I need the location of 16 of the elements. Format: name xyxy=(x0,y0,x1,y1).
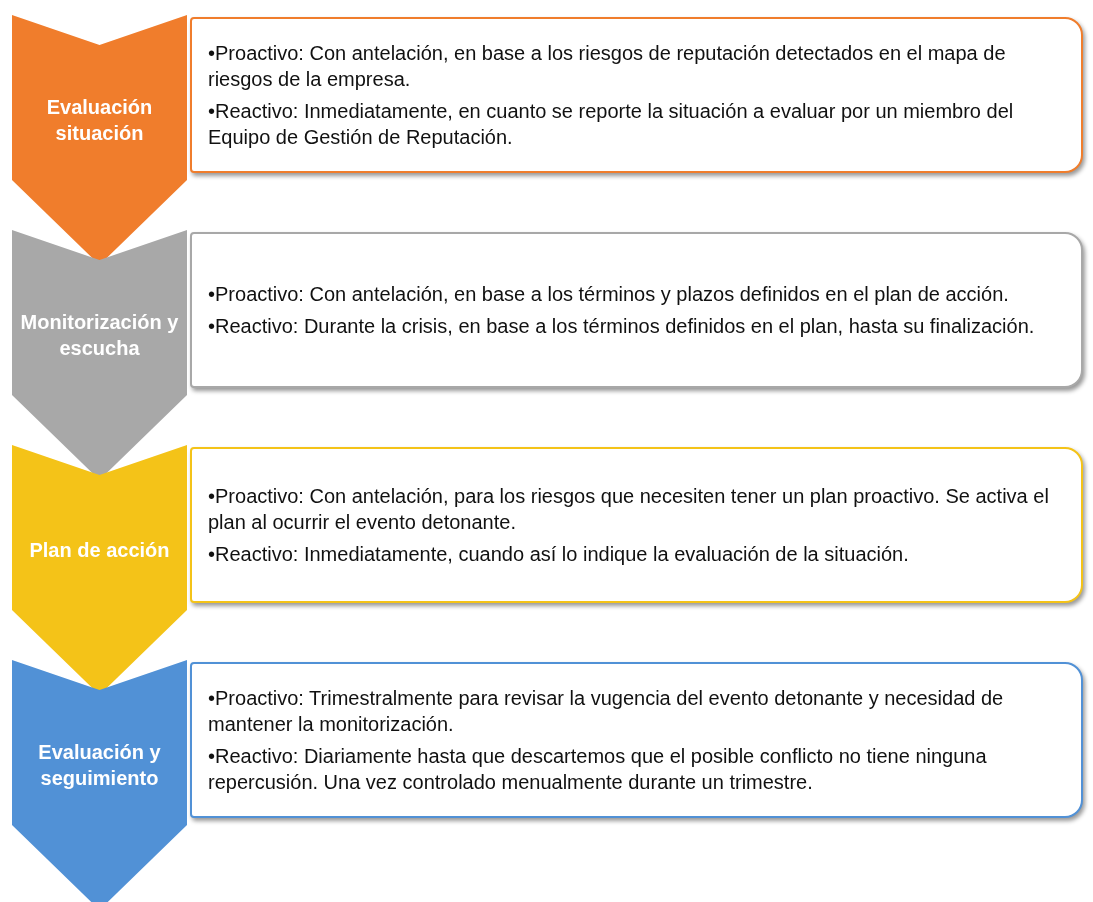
step-title: Monitorización y escucha xyxy=(19,310,180,361)
bullet-text: •Proactivo: Con antelación, en base a los términos y plazos definidos en el plan de acción. xyxy=(208,282,1010,307)
bullet-text: •Reactivo: Durante la crisis, en base a los términos definidos en el plan, hasta su finalización. xyxy=(208,314,1036,339)
step-title: Evaluación y seguimiento xyxy=(37,740,162,791)
step-title: Evaluación situación xyxy=(45,95,154,146)
step-title: Plan de acción xyxy=(29,538,170,563)
description-card xyxy=(190,232,1083,388)
description-card xyxy=(190,17,1083,173)
description-card xyxy=(190,447,1083,603)
bullet-text: •Proactivo: Con antelación, para los riesgos que necesiten tener un plan proactivo. Se activa el plan al ocurrir el evento detonante. xyxy=(208,484,1050,535)
bullet-text: •Proactivo: Trimestralmente para revisar la vugencia del evento detonante y necesidad de mantener la monitorización. xyxy=(208,686,1005,737)
description-card xyxy=(190,662,1083,818)
bullet-text: •Proactivo: Con antelación, en base a los riesgos de reputación detectados en el mapa de riesgos de la empresa. xyxy=(208,41,1007,92)
bullet-text: •Reactivo: Diariamente hasta que descartemos que el posible conflicto no tiene ninguna repercusión. Una vez controlado menualmente durante un trimestre. xyxy=(208,744,988,795)
bullet-text: •Reactivo: Inmediatamente, en cuanto se reporte la situación a evaluar por un miembro del Equipo de Gestión de Reputación. xyxy=(208,99,1015,150)
bullet-text: •Reactivo: Inmediatamente, cuando así lo indique la evaluación de la situación. xyxy=(208,542,910,567)
